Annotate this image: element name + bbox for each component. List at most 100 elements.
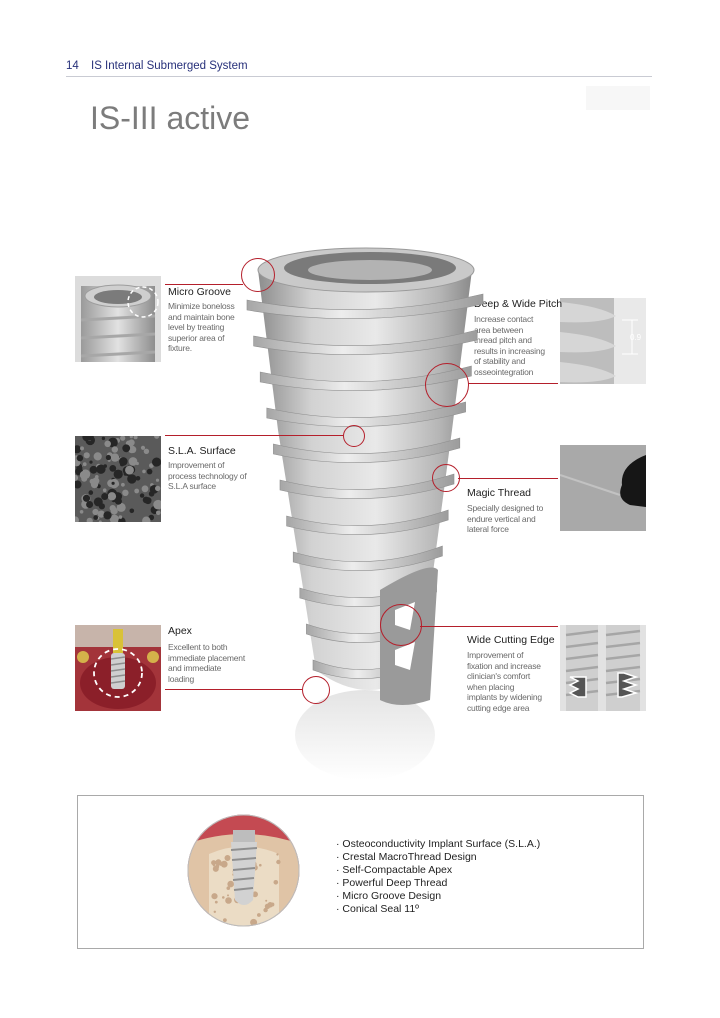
surface-pore <box>80 446 84 451</box>
summary-item: · Self-Compactable Apex <box>336 864 453 876</box>
surface-pore <box>92 508 99 516</box>
surface-pore <box>116 502 126 512</box>
surface-pore <box>110 453 120 462</box>
bone-texture-dot <box>227 894 229 897</box>
surface-pore <box>104 440 111 448</box>
surface-pore <box>113 469 123 479</box>
bone-texture-dot <box>213 910 216 913</box>
surface-pore <box>155 478 160 482</box>
implant-thread <box>259 365 472 391</box>
wide-cutting-edge-desc-line: implants by widening <box>467 692 542 702</box>
apex-desc-line: and immediate <box>168 663 222 673</box>
micro-groove-thumbnail <box>75 276 161 362</box>
callout-cutting-edge <box>380 604 422 646</box>
magic-thread-title: Magic Thread <box>467 487 532 499</box>
bone-texture-dot <box>227 880 234 888</box>
surface-pore <box>109 514 119 522</box>
leader-line-sla <box>165 435 343 436</box>
surface-pore <box>98 503 105 510</box>
surface-pore <box>82 462 87 467</box>
apex-desc-line: immediate placement <box>168 652 245 663</box>
micro-groove-desc-line: and maintain bone <box>168 311 235 322</box>
surface-pore <box>120 436 126 441</box>
magic-thread-thumbnail <box>560 445 646 531</box>
bone-texture-dot <box>265 899 268 902</box>
leader-line-micro-groove <box>165 284 243 285</box>
surface-pore <box>127 474 137 484</box>
magic-thread-desc-line: Specially designed to <box>467 503 544 513</box>
surface-pore <box>140 445 146 450</box>
implant-thread <box>266 401 466 427</box>
surface-pore <box>144 497 152 505</box>
surface-pore <box>82 494 91 502</box>
sla-surface-desc-line: Improvement of <box>168 460 225 470</box>
callout-sla <box>343 425 365 447</box>
leader-line-deep-pitch <box>468 383 558 384</box>
surface-pore <box>95 475 99 479</box>
surface-pore <box>153 499 161 510</box>
surface-pore <box>86 501 94 508</box>
implant-thread <box>253 329 478 355</box>
apex-desc: Excellent to both immediate placement an… <box>168 642 245 684</box>
surface-pore <box>146 468 153 475</box>
bone-texture-dot <box>224 855 231 861</box>
sla-surface-title: S.L.A. Surface <box>168 445 236 457</box>
surface-pore <box>109 465 117 472</box>
leader-line-magic-thread <box>458 478 558 479</box>
wide-cutting-edge-desc-line: fixation and increase <box>467 660 541 671</box>
surface-pore <box>135 476 141 481</box>
apex-desc-line: loading <box>168 673 195 684</box>
surface-pore <box>149 463 154 468</box>
surface-pore <box>142 516 151 522</box>
surface-pore <box>141 485 149 493</box>
bone-texture-dot <box>257 913 261 917</box>
callout-magic-thread <box>432 464 460 492</box>
surface-pore <box>156 510 161 516</box>
feature-summary-list: · Osteoconductivity Implant Surface (S.L… <box>336 838 540 916</box>
implant-in-bone-illustration <box>187 814 300 927</box>
surface-pore <box>142 469 146 474</box>
apex-desc-line: Excellent to both <box>168 642 228 652</box>
surface-pore <box>118 515 123 519</box>
bone-texture-dot <box>223 918 227 922</box>
bone-texture-dot <box>220 860 228 868</box>
bone-texture-dot <box>226 886 231 890</box>
sla-surface-desc-line: S.L.A surface <box>168 481 216 491</box>
summary-item: · Osteoconductivity Implant Surface (S.L… <box>336 838 541 850</box>
surface-pore <box>121 482 125 487</box>
section-title: IS Internal Submerged System <box>91 60 248 72</box>
deep-wide-pitch-desc-line: osseointegration <box>474 366 534 377</box>
surface-pore <box>86 517 93 522</box>
surface-pore <box>119 457 128 466</box>
bone-texture-dot <box>211 860 217 866</box>
wide-cutting-edge-desc-line: when placing <box>467 681 515 692</box>
micro-groove-desc-line: fixture. <box>168 343 192 353</box>
deep-wide-pitch-title: Deep & Wide Pitch <box>474 298 563 310</box>
micro-groove-desc-line: level by treating <box>168 322 225 332</box>
implant-thread <box>273 437 461 463</box>
wide-cutting-edge-desc-line: clinician's comfort <box>467 671 531 681</box>
callout-apex <box>302 676 330 704</box>
implant-thread <box>286 509 449 535</box>
bone-texture-dot <box>259 863 262 867</box>
apex-title: Apex <box>168 625 192 637</box>
surface-pore <box>128 457 138 466</box>
surface-pore <box>93 515 98 520</box>
deep-wide-pitch-desc-line: of stability and <box>474 356 526 366</box>
micro-groove-title: Micro Groove <box>168 286 232 298</box>
surface-pore <box>148 491 155 497</box>
surface-pore <box>96 464 106 474</box>
surface-pore <box>155 485 161 492</box>
surface-pore <box>89 460 93 464</box>
wide-cutting-edge-title: Wide Cutting Edge <box>467 634 555 646</box>
deep-wide-pitch-desc-line: area between <box>474 324 524 335</box>
surface-pore <box>98 520 102 522</box>
wide-cutting-edge-desc: Improvement of fixation and increase cli… <box>467 650 542 713</box>
surface-pore <box>89 465 98 474</box>
wide-cutting-edge-desc-line: Improvement of <box>467 650 524 660</box>
bone-texture-dot <box>263 907 268 913</box>
bone-texture-dot <box>222 896 225 899</box>
surface-pore <box>134 488 140 494</box>
deep-wide-pitch-desc-line: thread pitch and <box>474 335 532 345</box>
surface-pore <box>154 436 160 439</box>
